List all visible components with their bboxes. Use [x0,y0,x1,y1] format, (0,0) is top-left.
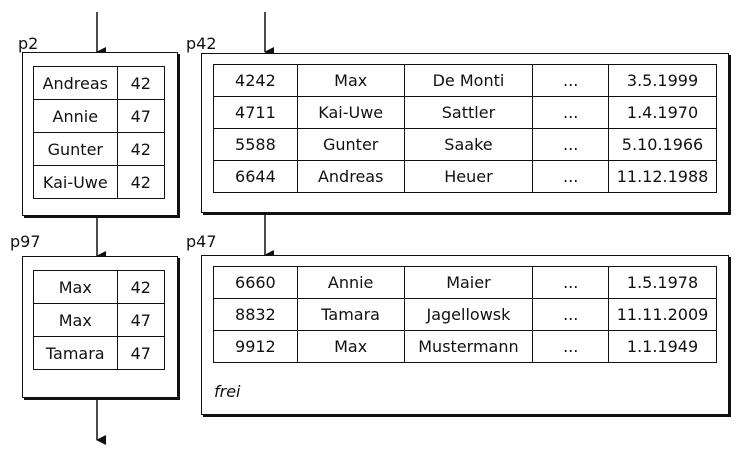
id-cell: 4711 [213,96,298,129]
data-table-p42: 4242 Max De Monti ... 3.5.1999 4711 Kai-… [213,64,717,193]
ellipsis-cell: ... [532,330,610,363]
name-cell: Tamara [33,336,118,370]
table-row: Kai-Uwe 42 [33,165,166,199]
table-row: 6644 Andreas Heuer ... 11.12.1988 [213,160,717,193]
ellipsis-cell: ... [532,298,610,331]
lastname-cell: Sattler [403,96,534,129]
ellipsis-cell: ... [532,96,610,129]
lastname-cell: Heuer [403,160,534,193]
table-row: Andreas 42 [33,66,166,100]
value-cell: 47 [116,303,166,337]
firstname-cell: Annie [296,266,405,299]
table-row: Max 42 [33,270,166,304]
value-cell: 42 [116,270,166,304]
table-row: 5588 Gunter Saake ... 5.10.1966 [213,128,717,161]
table-row: Gunter 42 [33,132,166,166]
id-cell: 8832 [213,298,298,331]
free-space-label: frei [214,382,241,401]
table-row: 4711 Kai-Uwe Sattler ... 1.4.1970 [213,96,717,129]
lastname-cell: Mustermann [403,330,534,363]
name-cell: Max [33,270,118,304]
ellipsis-cell: ... [532,64,610,97]
id-cell: 5588 [213,128,298,161]
table-row: 9912 Max Mustermann ... 1.1.1949 [213,330,717,363]
firstname-cell: Gunter [296,128,405,161]
name-cell: Andreas [33,66,118,100]
date-cell: 1.1.1949 [608,330,717,363]
table-row: Tamara 47 [33,336,166,370]
firstname-cell: Kai-Uwe [296,96,405,129]
value-cell: 42 [116,66,166,100]
index-table-p2: Andreas 42 Annie 47 Gunter 42 Kai-Uwe 42 [33,66,166,199]
value-cell: 47 [116,99,166,133]
date-cell: 5.10.1966 [608,128,717,161]
name-cell: Kai-Uwe [33,165,118,199]
id-cell: 9912 [213,330,298,363]
lastname-cell: Jagellowsk [403,298,534,331]
date-cell: 3.5.1999 [608,64,717,97]
value-cell: 47 [116,336,166,370]
page-label-p47: p47 [186,232,217,251]
table-row: 4242 Max De Monti ... 3.5.1999 [213,64,717,97]
firstname-cell: Tamara [296,298,405,331]
name-cell: Max [33,303,118,337]
lastname-cell: Saake [403,128,534,161]
page-label-p2: p2 [18,34,39,53]
date-cell: 1.5.1978 [608,266,717,299]
table-row: 8832 Tamara Jagellowsk ... 11.11.2009 [213,298,717,331]
lastname-cell: De Monti [403,64,534,97]
ellipsis-cell: ... [532,128,610,161]
ellipsis-cell: ... [532,266,610,299]
id-cell: 6660 [213,266,298,299]
ellipsis-cell: ... [532,160,610,193]
id-cell: 4242 [213,64,298,97]
page-label-p97: p97 [10,232,41,251]
value-cell: 42 [116,165,166,199]
date-cell: 11.11.2009 [608,298,717,331]
firstname-cell: Andreas [296,160,405,193]
id-cell: 6644 [213,160,298,193]
date-cell: 1.4.1970 [608,96,717,129]
firstname-cell: Max [296,330,405,363]
firstname-cell: Max [296,64,405,97]
date-cell: 11.12.1988 [608,160,717,193]
name-cell: Gunter [33,132,118,166]
name-cell: Annie [33,99,118,133]
index-table-p97: Max 42 Max 47 Tamara 47 [33,270,166,370]
lastname-cell: Maier [403,266,534,299]
table-row: Max 47 [33,303,166,337]
value-cell: 42 [116,132,166,166]
table-row: 6660 Annie Maier ... 1.5.1978 [213,266,717,299]
table-row: Annie 47 [33,99,166,133]
data-table-p47: 6660 Annie Maier ... 1.5.1978 8832 Tamar… [213,266,717,363]
page-label-p42: p42 [186,34,217,53]
